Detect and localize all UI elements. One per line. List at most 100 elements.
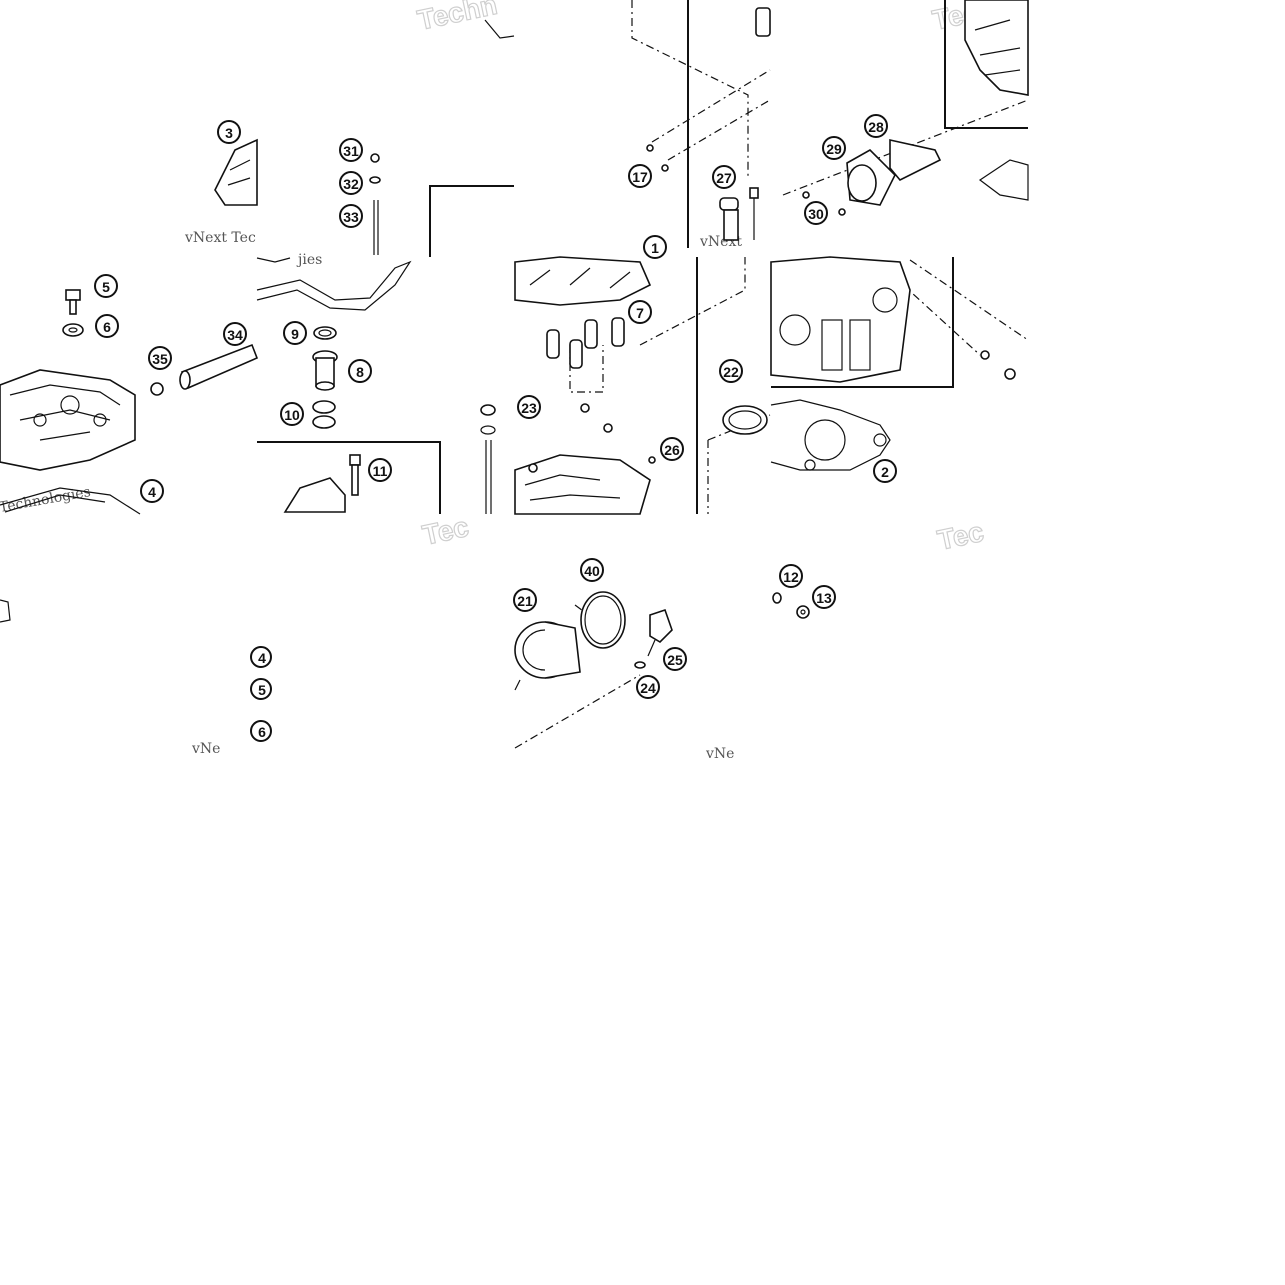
part-cylinder-block xyxy=(770,256,911,383)
part-gasket-big-upper xyxy=(256,257,412,311)
callout-label-13: 13 xyxy=(816,590,832,606)
part-stud-col-left xyxy=(480,404,496,514)
callout-label-26: 26 xyxy=(664,442,680,458)
callout-label-9: 9 xyxy=(291,326,299,342)
callout-27: 27 xyxy=(712,165,736,189)
svg-text:4: 4 xyxy=(258,650,266,666)
part-bolt-5 xyxy=(65,289,81,315)
callout-label-8: 8 xyxy=(356,364,364,380)
svg-text:5: 5 xyxy=(258,682,266,698)
callout-label-35: 35 xyxy=(152,351,168,367)
callout-34: 34 xyxy=(223,322,247,346)
callout-21: 21 xyxy=(513,588,537,612)
part-head-gasket-2 xyxy=(770,399,891,471)
part-cover-gasket-4 xyxy=(0,487,141,515)
callout-33: 33 xyxy=(339,204,363,228)
callout-layer: 1234567891011121317212223242526272829303… xyxy=(94,114,897,742)
callout-8: 8 xyxy=(348,359,372,383)
watermark-vne-2: vNe xyxy=(705,746,734,762)
callout-31: 31 xyxy=(339,138,363,162)
part-fitting-27 xyxy=(719,187,759,241)
callout-26: 26 xyxy=(660,437,684,461)
callout-9: 9 xyxy=(283,321,307,345)
part-clamp-22 xyxy=(722,405,768,435)
callout-label-23: 23 xyxy=(521,400,537,416)
watermark-jies: jies xyxy=(296,252,322,268)
callout-partial-5: 5 xyxy=(250,678,272,700)
watermark-vne-1: vNe xyxy=(191,741,220,757)
callout-23: 23 xyxy=(517,395,541,419)
callout-label-22: 22 xyxy=(723,364,739,380)
part-misc-sketch-left xyxy=(0,599,11,623)
svg-text:6: 6 xyxy=(258,724,266,740)
part-intake-29 xyxy=(846,139,942,206)
callout-label-30: 30 xyxy=(808,206,824,222)
leader-lines xyxy=(514,0,1029,749)
callout-5: 5 xyxy=(94,274,118,298)
part-orings-10 xyxy=(312,400,336,429)
callout-label-3: 3 xyxy=(225,125,233,141)
callout-22: 22 xyxy=(719,359,743,383)
callout-28: 28 xyxy=(864,114,888,138)
callout-label-33: 33 xyxy=(343,209,359,225)
callout-13: 13 xyxy=(812,585,836,609)
part-sensor-25 xyxy=(647,608,673,657)
callout-29: 29 xyxy=(822,136,846,160)
watermark-tec-2: Tec xyxy=(935,516,987,556)
frame-lines xyxy=(257,0,1028,514)
part-intake-boot-21 xyxy=(514,621,581,691)
callout-label-2: 2 xyxy=(881,464,889,480)
part-nuts-12-13 xyxy=(772,592,810,619)
watermark-tec-1: Tec xyxy=(420,511,472,551)
part-gasket-right-28 xyxy=(978,159,1029,201)
part-clamp-40 xyxy=(580,591,626,649)
callout-32: 32 xyxy=(339,171,363,195)
part-valve-cover xyxy=(0,369,136,471)
part-cover-3 xyxy=(214,138,258,206)
callout-2: 2 xyxy=(873,459,897,483)
part-hose-34 xyxy=(179,343,259,390)
part-head-central xyxy=(514,256,656,515)
callout-6: 6 xyxy=(95,314,119,338)
callout-4: 4 xyxy=(140,479,164,503)
part-seal-9 xyxy=(313,326,337,340)
part-bolts-30 xyxy=(802,191,846,216)
callout-17: 17 xyxy=(628,164,652,188)
callout-label-34: 34 xyxy=(227,327,243,343)
callout-label-21: 21 xyxy=(517,593,533,609)
part-stud-33 xyxy=(369,153,381,255)
callout-label-28: 28 xyxy=(868,119,884,135)
callout-30: 30 xyxy=(804,201,828,225)
callout-label-5: 5 xyxy=(102,279,110,295)
callout-partial-6: 6 xyxy=(250,720,272,742)
callout-1: 1 xyxy=(643,235,667,259)
watermark-techn-1: Techn xyxy=(415,0,500,36)
callout-label-11: 11 xyxy=(373,463,388,479)
callout-label-6: 6 xyxy=(103,319,111,335)
callout-11: 11 xyxy=(368,458,392,482)
callout-label-1: 1 xyxy=(651,240,659,256)
part-bush-8 xyxy=(312,350,338,391)
callout-label-31: 31 xyxy=(343,143,359,159)
part-stud-17 xyxy=(646,144,669,172)
callout-label-32: 32 xyxy=(343,176,359,192)
callout-label-24: 24 xyxy=(640,680,656,696)
callout-label-27: 27 xyxy=(716,170,732,186)
callout-label-40: 40 xyxy=(584,563,600,579)
part-pipe-top-gasket xyxy=(484,19,515,39)
callout-label-7: 7 xyxy=(636,305,644,321)
part-head-top-right xyxy=(964,0,1029,96)
callout-7: 7 xyxy=(628,300,652,324)
callout-label-10: 10 xyxy=(284,407,300,423)
part-sensor-41 xyxy=(755,7,771,37)
callout-label-29: 29 xyxy=(826,141,842,157)
callout-label-4: 4 xyxy=(148,484,156,500)
callout-label-25: 25 xyxy=(667,652,683,668)
callout-40: 40 xyxy=(580,558,604,582)
part-dowels-right xyxy=(980,350,1016,380)
watermark-technologies: Technologies xyxy=(0,484,92,516)
callout-partial-4: 4 xyxy=(250,646,272,668)
callout-12: 12 xyxy=(779,564,803,588)
callout-35: 35 xyxy=(148,346,172,370)
